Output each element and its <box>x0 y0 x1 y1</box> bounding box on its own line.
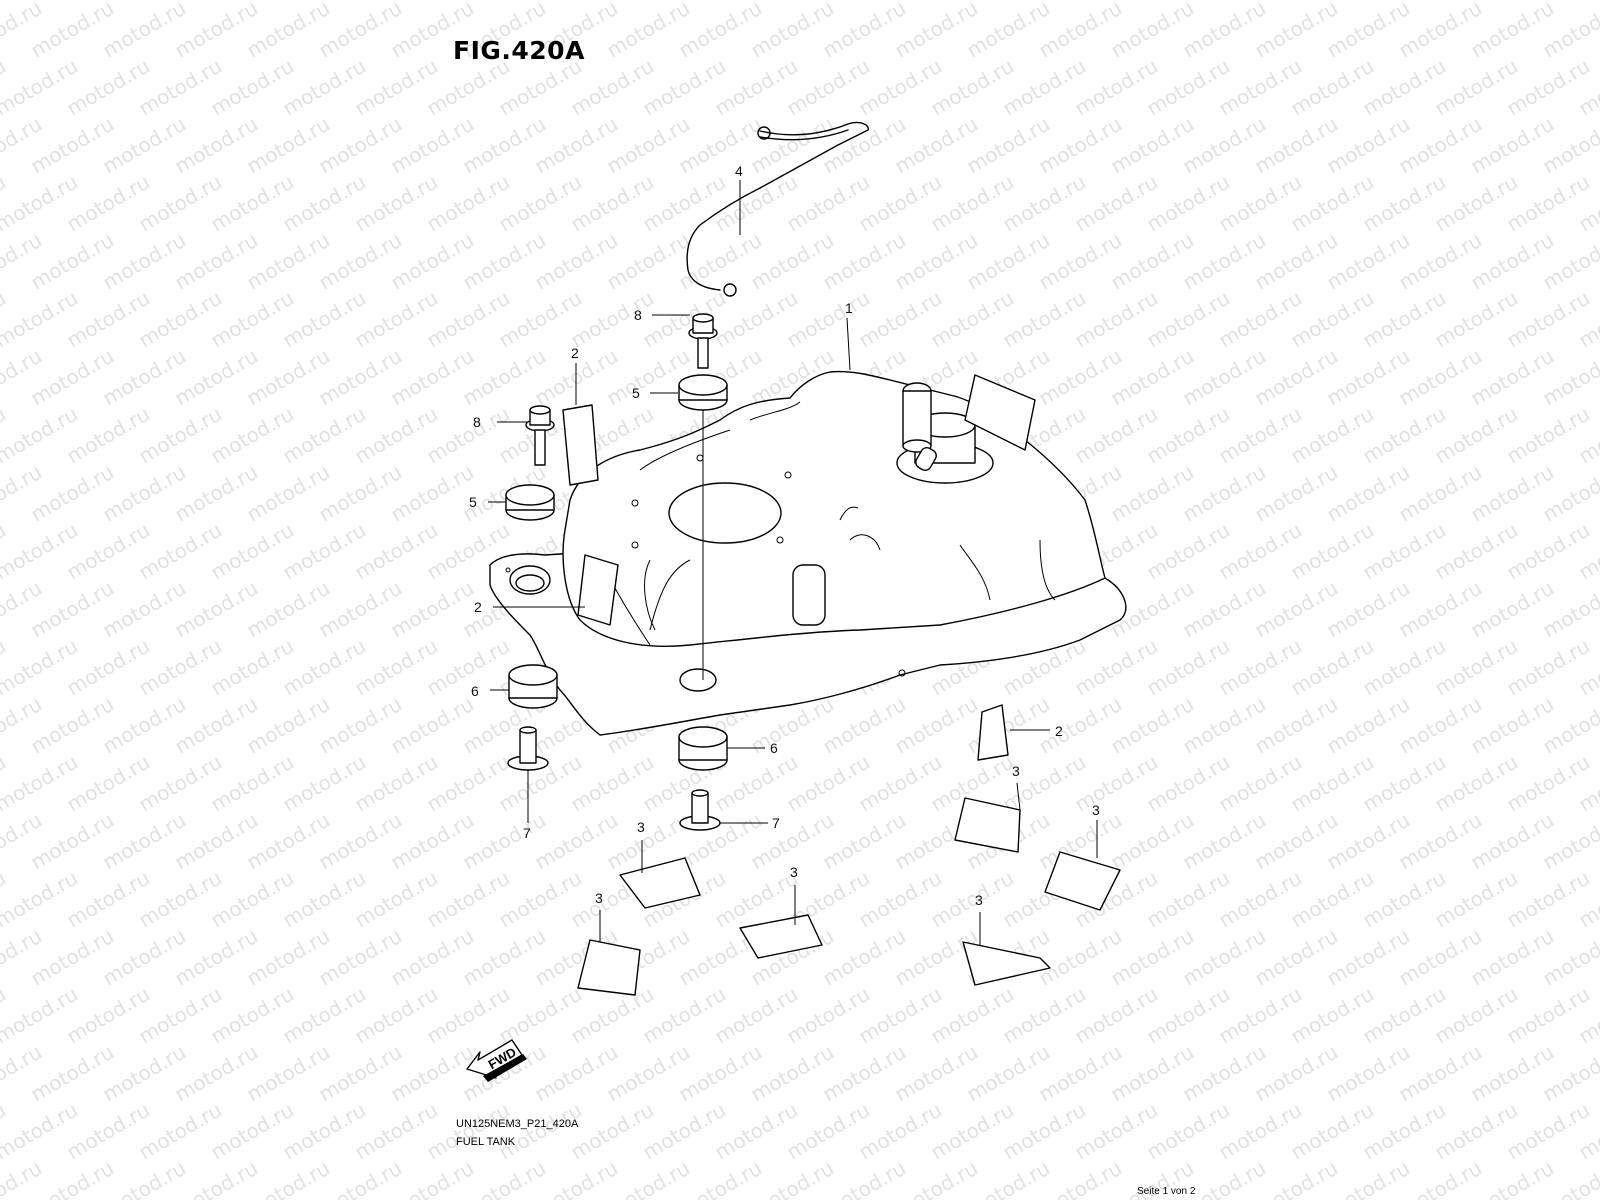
callout-4: 4 <box>735 163 743 179</box>
callout-3-a: 3 <box>637 819 645 835</box>
callout-3-d: 3 <box>1012 763 1020 779</box>
callout-2-right: 2 <box>1055 723 1063 739</box>
watermark-text: motod.ru <box>0 0 82 4</box>
callout-3-e: 3 <box>1092 802 1100 818</box>
bolt-8-left <box>525 405 555 466</box>
callout-2-top: 2 <box>571 345 579 361</box>
bolt-8-top <box>688 313 718 369</box>
callout-6-right: 6 <box>770 740 778 756</box>
figure-caption: FUEL TANK <box>456 1136 516 1148</box>
callout-5-top: 5 <box>632 385 640 401</box>
pad-2-top <box>562 404 599 486</box>
cushion-6-center <box>678 726 728 771</box>
ground-wire-4 <box>686 121 869 297</box>
callout-3-f: 3 <box>975 892 983 908</box>
pad-2-side <box>577 554 619 626</box>
callout-3-b: 3 <box>595 890 603 906</box>
callout-6-left: 6 <box>471 683 479 699</box>
callout-8-top: 8 <box>634 307 642 323</box>
callout-7-left: 7 <box>523 825 531 841</box>
callout-8-left: 8 <box>473 414 481 430</box>
callout-2-left: 2 <box>474 599 482 615</box>
fuel-tank <box>489 370 1127 736</box>
pads-3 <box>577 797 1121 996</box>
callout-7-right: 7 <box>772 815 780 831</box>
cushion-6-left <box>508 664 558 709</box>
watermark-text: motod.ru <box>1575 0 1600 4</box>
figure-title: FIG.420A <box>453 36 585 65</box>
callouts: 1 2 2 2 3 3 3 3 3 3 4 5 5 6 6 7 7 8 8 <box>469 163 1100 908</box>
leader-lines <box>488 180 1098 945</box>
callout-3-c: 3 <box>790 864 798 880</box>
cushion-5-left <box>505 484 555 521</box>
collar-7-center <box>679 789 721 831</box>
page-indicator: Seite 1 von 2 <box>1137 1186 1196 1197</box>
cushion-5-top <box>678 374 728 680</box>
callout-5-left: 5 <box>469 494 477 510</box>
callout-1: 1 <box>845 300 853 316</box>
pad-2-bottom <box>977 704 1009 761</box>
drawing-code: UN125NEM3_P21_420A <box>456 1118 579 1130</box>
collar-7-left <box>507 726 549 771</box>
